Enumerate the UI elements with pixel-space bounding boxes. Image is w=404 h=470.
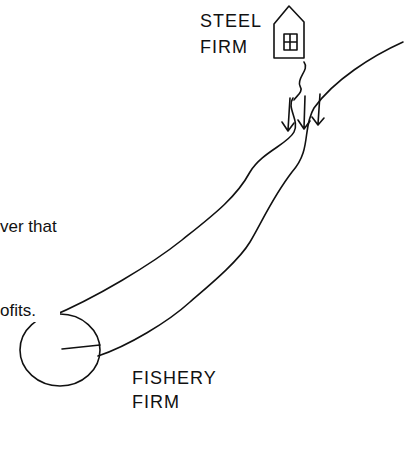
house-icon	[284, 34, 297, 50]
page-text: ofits.	[0, 300, 60, 322]
pollution-arrow	[298, 96, 310, 129]
pollution-arrow	[312, 94, 324, 125]
fishery-circle	[20, 314, 100, 386]
page-text: ver that	[0, 216, 80, 238]
river-bank	[48, 98, 296, 318]
river-bank	[98, 42, 403, 356]
pollution-arrow	[282, 98, 294, 131]
house-icon	[274, 6, 304, 58]
discharge-squiggle	[294, 62, 306, 100]
firm-label: FISHERY FIRM	[132, 366, 220, 414]
firm-label: STEEL FIRM	[200, 8, 270, 60]
fishery-line	[62, 345, 100, 349]
